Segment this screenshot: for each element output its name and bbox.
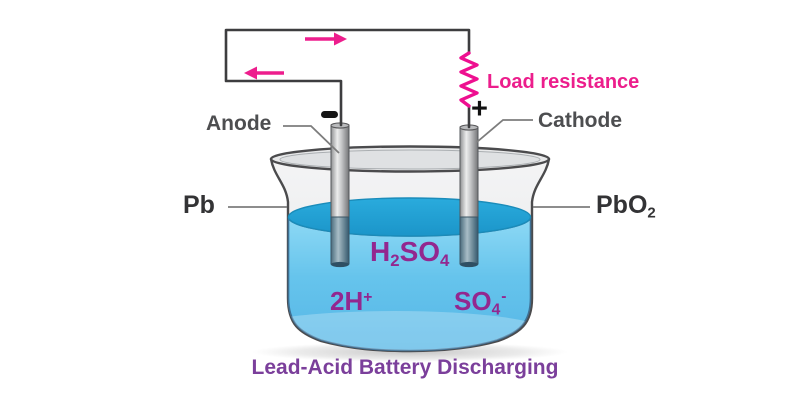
current-arrow-left-icon — [244, 66, 284, 80]
negative-terminal-sign — [321, 111, 338, 118]
current-arrow-right-icon — [305, 32, 347, 46]
beaker-rim-inner — [279, 149, 541, 170]
diagram-title: Lead-Acid Battery Discharging — [251, 356, 559, 379]
cathode-electrode — [459, 124, 479, 268]
cathode-rod-dry — [459, 126, 479, 220]
hion-base: 2H — [330, 286, 364, 316]
anode-rod-dry — [330, 124, 350, 220]
sulfate-ion-label: SO4- — [454, 288, 506, 318]
circuit-wire — [224, 28, 471, 127]
anode-electrode — [330, 122, 350, 268]
cathode-rod-tip — [460, 261, 478, 268]
electrolyte-formula-label: H2SO4 — [370, 238, 449, 270]
cathode-rod-wet — [459, 216, 479, 265]
h2so4-sub4: 4 — [440, 251, 450, 271]
so4-sup: - — [501, 288, 507, 306]
load-resistance-label: Load resistance — [487, 71, 640, 93]
pbo2-base: PbO — [596, 191, 648, 219]
hydrogen-ion-label: 2H+ — [330, 288, 372, 314]
h2so4-h: H — [370, 236, 391, 267]
so4-base: SO — [454, 286, 492, 316]
h2so4-so: SO — [399, 236, 441, 267]
anode-rod-tip — [331, 261, 349, 268]
anode-label: Anode — [206, 112, 272, 135]
electrolyte-surface — [287, 197, 532, 237]
load-resistor-icon — [459, 51, 479, 108]
h2so4-sub2: 2 — [390, 251, 400, 271]
so4-sub: 4 — [491, 301, 501, 319]
cathode-material-label: PbO2 — [596, 193, 656, 221]
hion-sup: + — [363, 289, 373, 307]
pbo2-subscript: 2 — [647, 204, 656, 222]
anode-pointer-line — [283, 125, 340, 154]
anode-rod-wet — [330, 216, 350, 265]
positive-terminal-sign: + — [471, 93, 488, 125]
anode-material-label: Pb — [183, 191, 215, 219]
cathode-pointer-line — [476, 119, 533, 143]
cathode-label: Cathode — [538, 109, 622, 132]
